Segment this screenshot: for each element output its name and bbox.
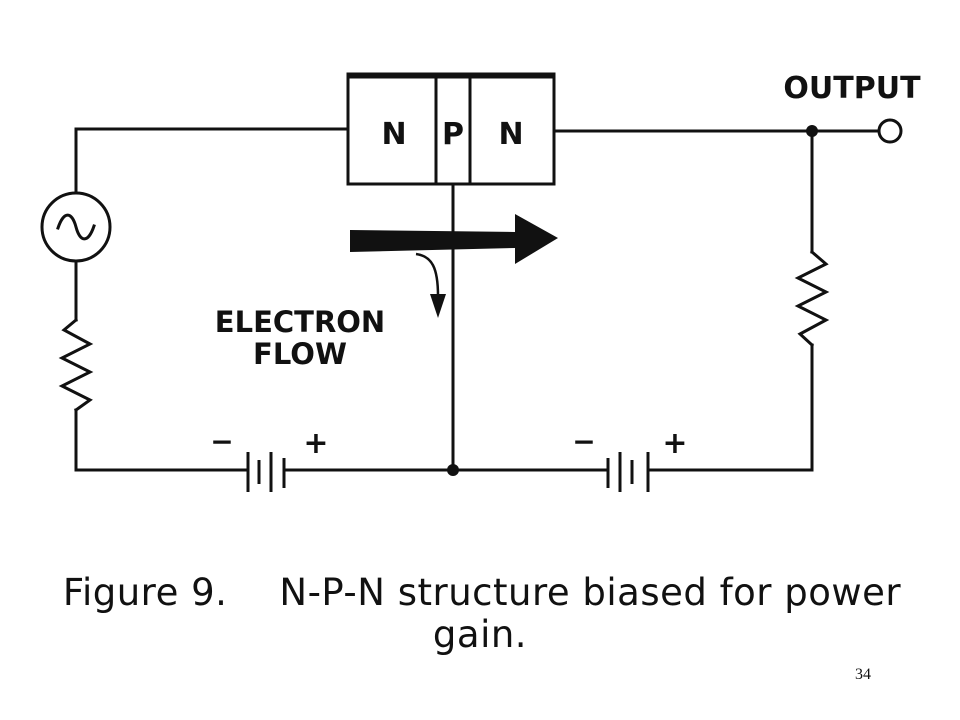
caption-text-line-1: N-P-N structure biased for power bbox=[279, 571, 902, 614]
region-p-base: P bbox=[442, 117, 464, 152]
ac-wave-icon bbox=[56, 213, 96, 241]
region-n-collector: N bbox=[498, 117, 523, 152]
battery-left: − + bbox=[210, 425, 329, 492]
wire-battery-right-to-load bbox=[648, 343, 814, 472]
electron-flow-label-line1: ELECTRON bbox=[215, 305, 385, 339]
caption-line-2: gain. bbox=[432, 613, 528, 656]
output-label: OUTPUT bbox=[783, 71, 921, 106]
npn-circuit-diagram: N P N − + − + OUTPU bbox=[40, 71, 921, 492]
battery-right-minus: − bbox=[572, 425, 595, 458]
battery-right-plus: + bbox=[662, 426, 687, 461]
output-loop: OUTPUT bbox=[552, 71, 921, 472]
load-resistor bbox=[794, 249, 830, 348]
battery-right: − + bbox=[572, 425, 688, 492]
battery-left-plus: + bbox=[303, 426, 328, 461]
input-resistor bbox=[58, 317, 94, 413]
transistor: N P N bbox=[346, 72, 556, 186]
base-junction-dot bbox=[447, 464, 459, 476]
base-current-arrowhead-icon bbox=[430, 294, 446, 318]
caption-line-1: Figure 9. N-P-N structure biased for powe… bbox=[12, 572, 952, 614]
output-node-dot bbox=[806, 125, 818, 137]
figure-number: Figure 9. bbox=[62, 571, 228, 614]
page-number: 34 bbox=[855, 666, 871, 683]
battery-left-minus: − bbox=[210, 425, 233, 458]
electron-flow: ELECTRON FLOW bbox=[215, 214, 558, 371]
electron-flow-arrow-icon bbox=[350, 214, 558, 264]
region-n-emitter: N bbox=[381, 117, 406, 152]
base-current-arrow-icon bbox=[415, 252, 440, 297]
wire-resistor-to-ground bbox=[74, 408, 248, 472]
output-terminal bbox=[877, 118, 903, 144]
electron-flow-label-line2: FLOW bbox=[253, 337, 347, 371]
wire-emitter bbox=[74, 127, 350, 195]
input-loop bbox=[40, 127, 350, 472]
